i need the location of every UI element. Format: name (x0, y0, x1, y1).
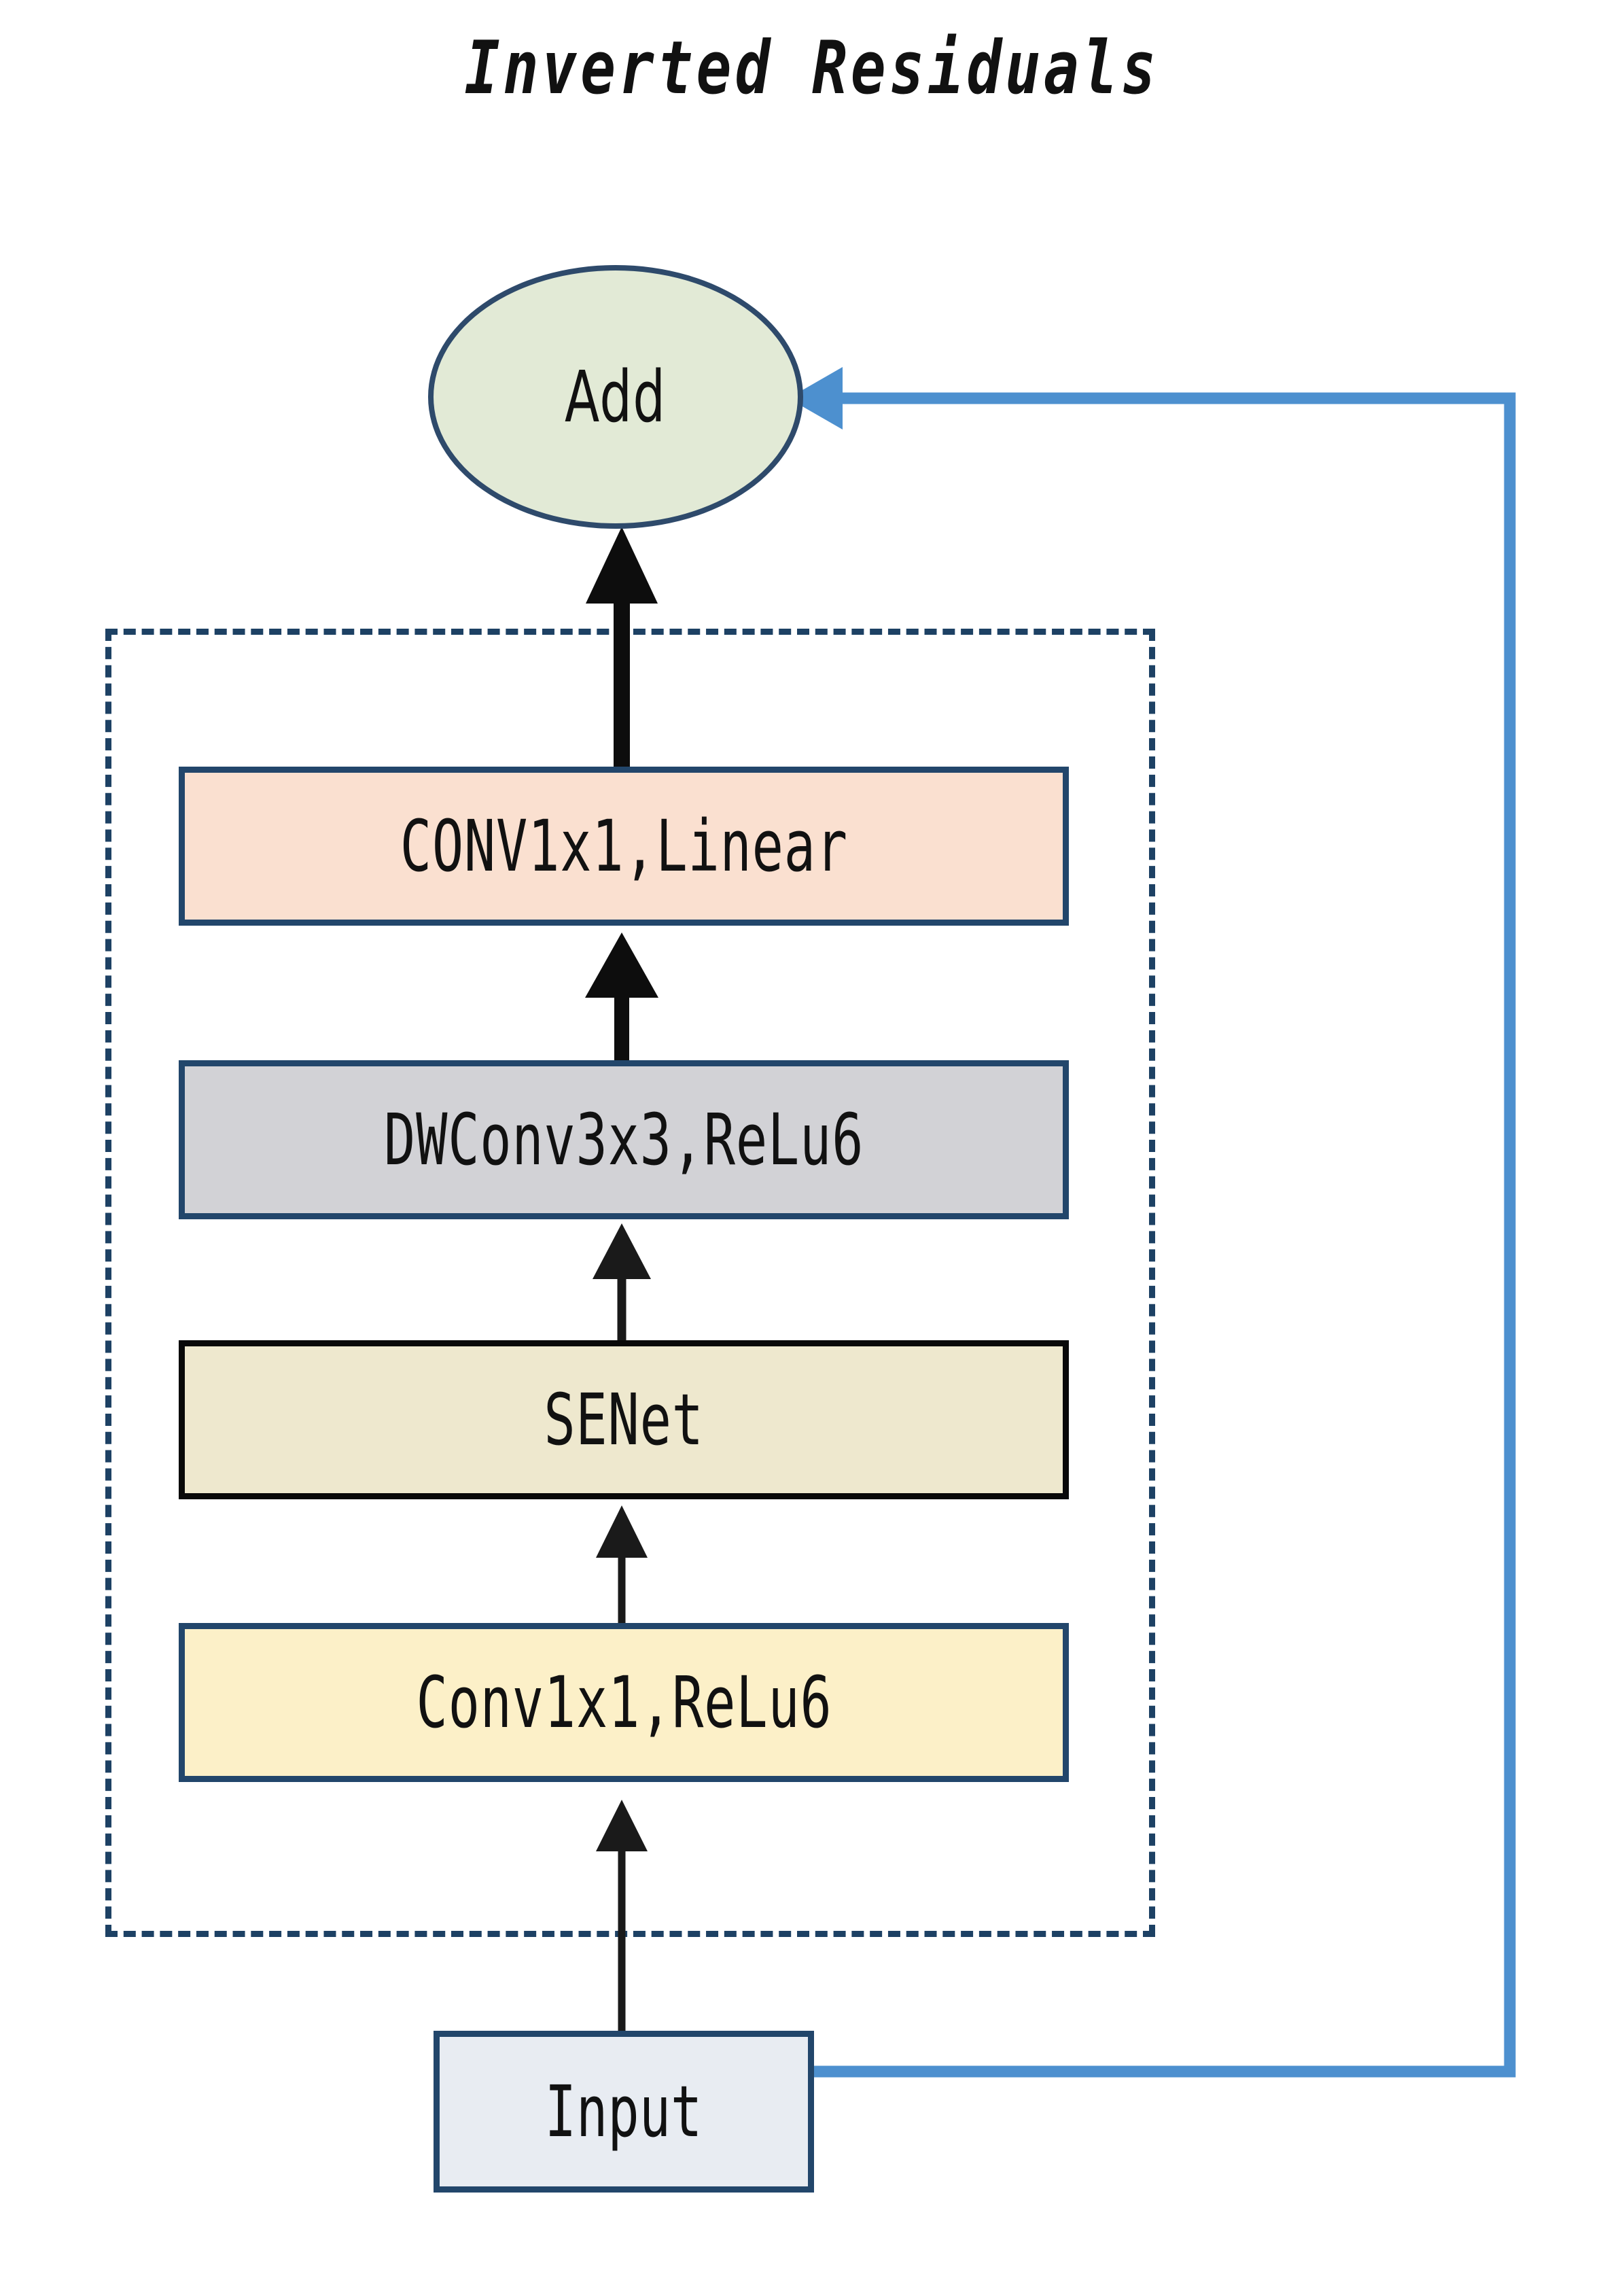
node-conv1x1-linear[interactable]: CONV1x1,Linear (179, 767, 1069, 926)
node-conv1x1-relu6[interactable]: Conv1x1,ReLu6 (179, 1623, 1069, 1782)
node-dwconv3x3-relu6-label: DWConv3x3,ReLu6 (383, 1098, 864, 1181)
node-senet-label: SENet (544, 1378, 704, 1461)
node-add[interactable]: Add (428, 265, 803, 529)
node-senet[interactable]: SENet (179, 1340, 1069, 1499)
node-conv1x1-relu6-label: Conv1x1,ReLu6 (416, 1661, 832, 1744)
node-input-label: Input (545, 2070, 703, 2153)
page-title: Inverted Residuals (464, 26, 1160, 111)
node-dwconv3x3-relu6[interactable]: DWConv3x3,ReLu6 (179, 1060, 1069, 1219)
node-conv1x1-linear-label: CONV1x1,Linear (400, 805, 848, 888)
node-input[interactable]: Input (434, 2031, 814, 2193)
node-add-label: Add (565, 355, 667, 438)
